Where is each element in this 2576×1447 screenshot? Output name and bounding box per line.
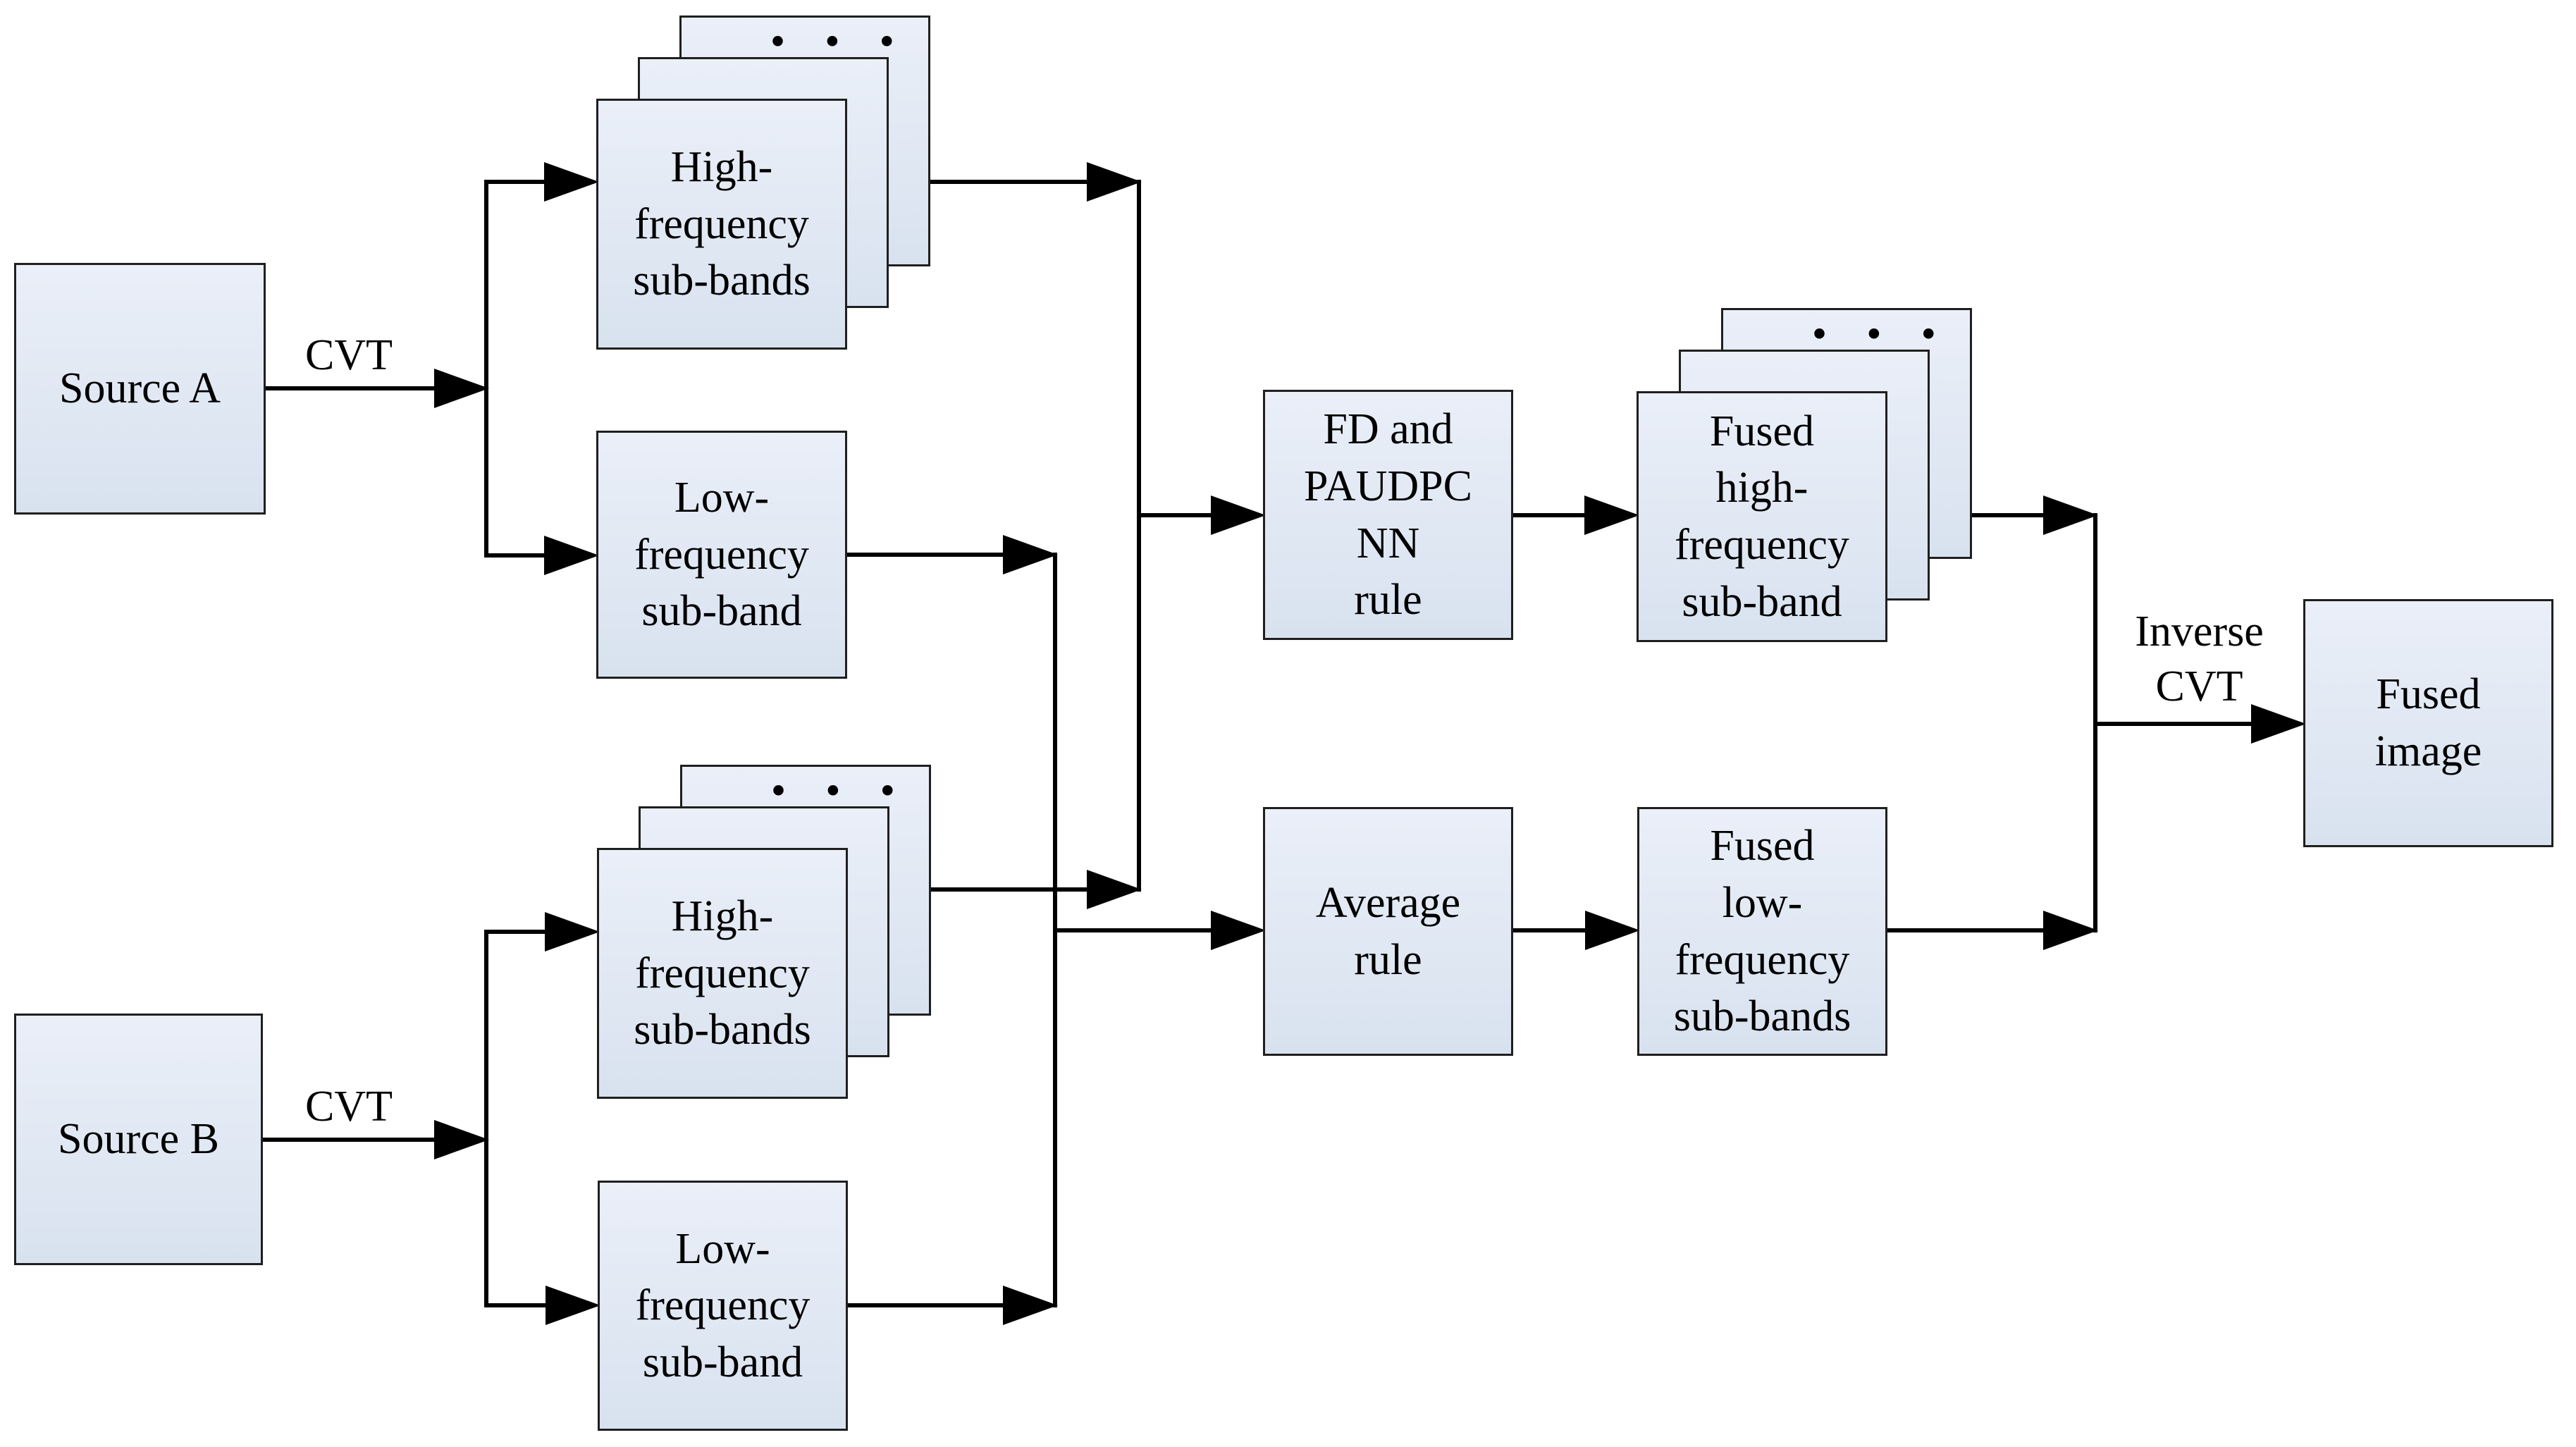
- edge-fd-to-fused-hf: [1512, 513, 1584, 517]
- edge-label-cvt-b: CVT: [305, 1083, 393, 1131]
- node-source-a: Source A: [14, 263, 266, 515]
- arrowhead-lf-b-join: [1003, 1286, 1058, 1325]
- arrowhead-into-fused-hf: [1584, 495, 1639, 535]
- arrowhead-into-hf-a: [544, 162, 599, 202]
- arrowhead-lf-a-join: [1003, 535, 1058, 574]
- arrowhead-into-lf-b: [546, 1286, 600, 1325]
- edge-branch-b-to-lf: [484, 1303, 550, 1307]
- node-lf-b: Low- frequency sub-band: [598, 1181, 848, 1431]
- arrowhead-cvt-b: [434, 1120, 489, 1159]
- arrowhead-cvt-a: [434, 369, 489, 408]
- edge-to-fd-rule: [1137, 513, 1212, 517]
- edge-source-b-cvt: [263, 1138, 437, 1142]
- node-hf-b: High- frequency sub-bands: [597, 848, 848, 1099]
- node-avg-rule-label: Average rule: [1315, 878, 1461, 984]
- arrowhead-hf-b-join: [1087, 870, 1142, 909]
- arrowhead-fused-hf-join: [2043, 495, 2098, 535]
- ellipsis-dots-hf-a: • • •: [767, 22, 908, 63]
- arrowhead-into-fused-lf: [1585, 911, 1640, 950]
- edge-fused-hf-out: [1971, 513, 2043, 517]
- edge-avg-to-fused-lf: [1512, 928, 1585, 932]
- edge-inverse-cvt: [2093, 722, 2251, 726]
- node-fd-rule-label: FD and PAUDPC NN rule: [1304, 405, 1472, 624]
- edge-lf-b-out: [846, 1303, 1004, 1307]
- edge-hf-collector: [1137, 180, 1141, 892]
- node-fused-image-label: Fused image: [2374, 670, 2482, 775]
- node-fused-lf-label: Fused low- frequency sub-bands: [1673, 822, 1851, 1041]
- edge-hf-a-out: [929, 180, 1089, 184]
- edge-branch-b: [484, 930, 488, 1307]
- edge-lf-a-out: [846, 553, 1004, 557]
- node-avg-rule: Average rule: [1263, 807, 1513, 1056]
- arrowhead-into-fd-rule: [1211, 495, 1266, 535]
- node-fused-hf: Fused high- frequency sub-band: [1637, 391, 1887, 642]
- ellipsis-dots-fused-hf: • • •: [1808, 314, 1950, 355]
- edge-fused-lf-out: [1886, 928, 2043, 932]
- node-fd-rule: FD and PAUDPC NN rule: [1263, 390, 1513, 640]
- edge-source-a-cvt: [266, 386, 437, 390]
- node-source-b: Source B: [14, 1014, 263, 1265]
- edge-label-inverse-cvt: Inverse CVT: [2135, 608, 2264, 710]
- node-fused-lf: Fused low- frequency sub-bands: [1637, 807, 1887, 1056]
- node-hf-a: High- frequency sub-bands: [596, 99, 847, 350]
- node-source-b-label: Source B: [57, 1115, 220, 1164]
- ellipsis-dots-hf-b: • • •: [768, 771, 909, 812]
- edge-branch-a: [484, 180, 488, 558]
- node-fused-hf-label: Fused high- frequency sub-band: [1675, 407, 1849, 626]
- node-fused-image: Fused image: [2303, 599, 2553, 847]
- edge-to-avg-rule: [1053, 928, 1212, 932]
- node-hf-a-label: High- frequency sub-bands: [633, 143, 811, 305]
- node-lf-b-label: Low- frequency sub-band: [635, 1224, 811, 1386]
- edge-branch-a-to-hf: [484, 180, 550, 184]
- edge-label-cvt-a: CVT: [305, 331, 393, 379]
- arrowhead-into-lf-a: [544, 536, 599, 575]
- edge-branch-a-to-lf: [484, 553, 550, 558]
- arrowhead-into-fused-image: [2251, 704, 2306, 744]
- node-lf-a-label: Low- frequency sub-band: [634, 474, 809, 636]
- node-hf-b-label: High- frequency sub-bands: [634, 892, 811, 1054]
- edge-branch-b-to-hf: [484, 930, 550, 934]
- arrowhead-into-hf-b: [545, 912, 600, 952]
- arrowhead-fused-lf-join: [2043, 911, 2098, 950]
- node-source-a-label: Source A: [58, 364, 221, 413]
- arrowhead-into-avg-rule: [1211, 911, 1266, 950]
- node-lf-a: Low- frequency sub-band: [596, 431, 847, 679]
- edge-hf-b-out: [930, 887, 1089, 892]
- arrowhead-hf-a-join: [1087, 162, 1142, 202]
